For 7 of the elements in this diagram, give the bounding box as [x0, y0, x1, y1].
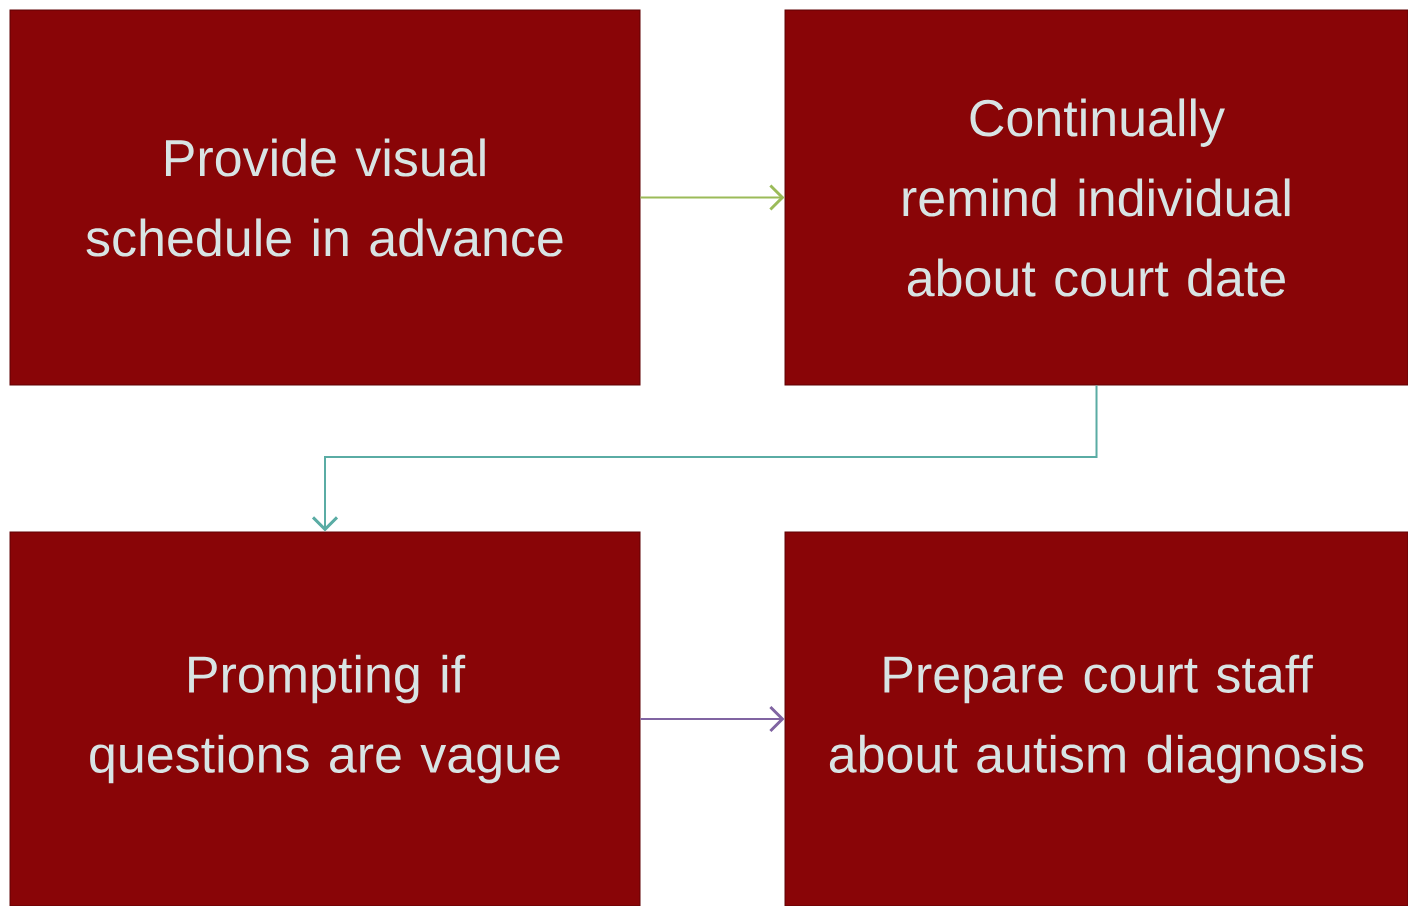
- arrow: [639, 705, 785, 733]
- arrow: [639, 184, 785, 211]
- process-box: Prompting if questions are vague: [9, 531, 641, 906]
- arrow: [311, 384, 1098, 532]
- process-box: Provide visual schedule in advance: [9, 9, 641, 386]
- process-box: Continually remind individual about court date: [784, 9, 1408, 386]
- process-box: Prepare court staff about autism diagnosis: [784, 531, 1408, 906]
